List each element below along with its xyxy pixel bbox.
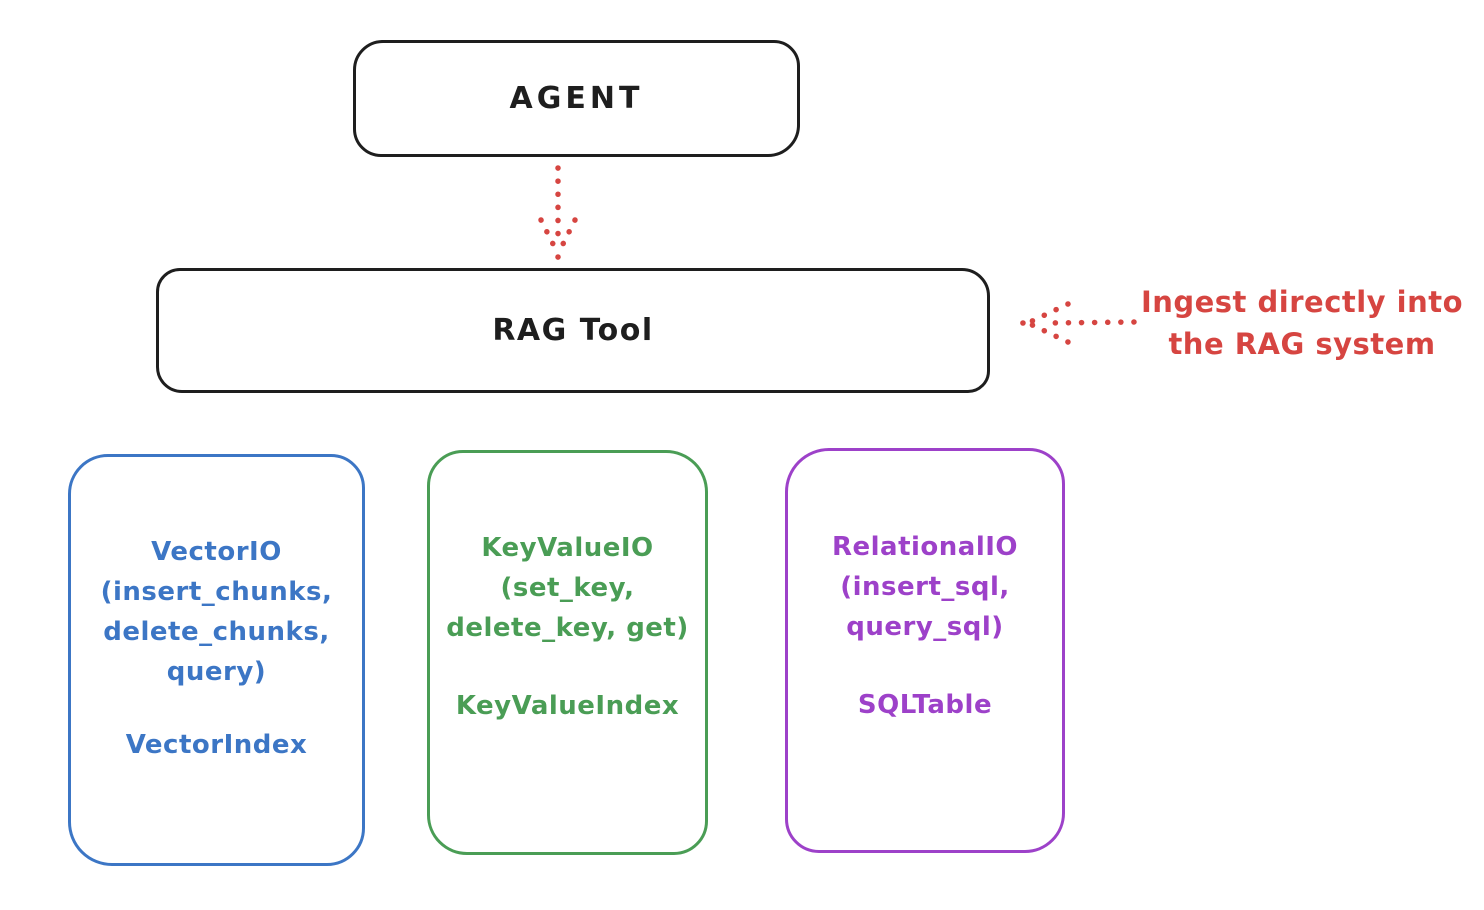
relational-io-content: RelationalIO (insert_sql, query_sql) SQL… bbox=[788, 527, 1062, 725]
annotation-line-2: the RAG system bbox=[1168, 327, 1436, 361]
key-value-io-content: KeyValueIO (set_key, delete_key, get) Ke… bbox=[430, 528, 705, 726]
agent-label: AGENT bbox=[509, 81, 644, 116]
key-value-index-label: KeyValueIndex bbox=[455, 690, 680, 721]
sql-table-label: SQLTable bbox=[857, 689, 993, 720]
arrow-agent-to-ragtool-icon bbox=[538, 165, 578, 260]
node-vector-io: VectorIO (insert_chunks, delete_chunks, … bbox=[68, 454, 365, 866]
vector-io-line: query) bbox=[166, 656, 267, 687]
arrow-annotation-to-ragtool-icon bbox=[1020, 301, 1137, 345]
relational-io-line: query_sql) bbox=[846, 611, 1004, 642]
key-value-io-line: delete_key, get) bbox=[446, 612, 689, 643]
key-value-io-line: KeyValueIO bbox=[481, 532, 654, 563]
node-relational-io: RelationalIO (insert_sql, query_sql) SQL… bbox=[785, 448, 1065, 853]
node-key-value-io: KeyValueIO (set_key, delete_key, get) Ke… bbox=[427, 450, 708, 855]
annotation-ingest-note: Ingest directly into the RAG system bbox=[1140, 281, 1464, 365]
node-agent: AGENT bbox=[353, 40, 800, 157]
vector-io-line: (insert_chunks, bbox=[100, 576, 333, 607]
relational-io-line: RelationalIO bbox=[831, 531, 1019, 562]
vector-index-label: VectorIndex bbox=[125, 729, 308, 760]
node-rag-tool: RAG Tool bbox=[156, 268, 990, 393]
annotation-line-1: Ingest directly into bbox=[1140, 285, 1464, 319]
vector-io-line: delete_chunks, bbox=[103, 616, 330, 647]
vector-io-content: VectorIO (insert_chunks, delete_chunks, … bbox=[71, 532, 362, 765]
rag-tool-label: RAG Tool bbox=[492, 313, 654, 348]
vector-io-line: VectorIO bbox=[151, 536, 282, 567]
relational-io-line: (insert_sql, bbox=[840, 571, 1010, 602]
key-value-io-line: (set_key, bbox=[500, 572, 635, 603]
